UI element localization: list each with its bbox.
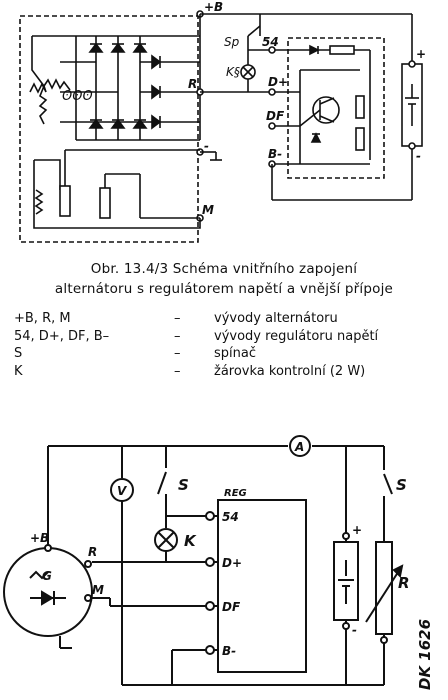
label-reg: REG — [224, 488, 247, 499]
label-switch-1: S — [178, 476, 189, 494]
label-54: 54 — [262, 35, 279, 49]
label-battery-plus: + — [416, 47, 426, 61]
figure-caption-line2: alternátoru s regulátorem napětí a vnějš… — [54, 281, 394, 297]
legend-key: K — [14, 363, 23, 379]
generator-icon — [3, 547, 93, 637]
legend-row: K – žárovka kontrolní (2 W) — [14, 364, 444, 382]
label-m: M — [92, 583, 104, 597]
regulator-box — [217, 499, 307, 673]
label-battery-minus: - — [416, 149, 421, 163]
legend-row: S – spínač — [14, 346, 444, 364]
label-b-plus: +B — [30, 531, 49, 545]
label-54: 54 — [222, 510, 239, 524]
voltmeter-icon — [110, 478, 134, 502]
label-b-plus: +B — [204, 0, 223, 14]
label-g: G — [42, 569, 52, 583]
legend: +B, R, M – vývody alternátoru 54, D+, DF… — [14, 311, 444, 381]
label-minus: - — [204, 139, 209, 153]
legend-key: S — [14, 346, 23, 361]
legend-value: spínač — [214, 346, 256, 361]
label-rheostat: R — [398, 574, 410, 592]
legend-row: 54, D+, DF, B– – vývody regulátoru napět… — [14, 329, 444, 347]
drawing-code: DK 1626 — [416, 619, 434, 690]
label-df: DF — [266, 109, 285, 123]
label-b-minus: B- — [268, 147, 282, 161]
label-ammeter: A — [294, 440, 304, 454]
legend-row: +B, R, M – vývody alternátoru — [14, 311, 444, 329]
legend-key: 54, D+, DF, B– — [14, 328, 110, 344]
legend-value: vývody regulátoru napětí — [214, 328, 379, 344]
label-d-plus: D+ — [268, 75, 288, 89]
label-df: DF — [222, 600, 241, 614]
legend-dash: – — [174, 328, 181, 344]
legend-value: vývody alternátoru — [214, 311, 338, 326]
label-switch-2: S — [396, 476, 407, 494]
label-battery-minus: - — [352, 623, 357, 637]
label-m: M — [202, 203, 214, 217]
figure-caption-line1: Obr. 13.4/3 Schéma vnitřního zapojení — [90, 261, 358, 277]
label-r: R — [188, 77, 197, 91]
label-b-minus: B- — [222, 644, 236, 658]
label-sp: Sp — [224, 35, 240, 49]
label-k-lamp: K§ — [226, 65, 240, 79]
legend-key: +B, R, M — [14, 311, 71, 326]
label-lamp: K — [184, 532, 197, 550]
legend-dash: – — [174, 363, 181, 379]
regulator-outline — [287, 37, 385, 179]
battery-icon — [333, 541, 359, 621]
lamp-icon — [154, 528, 178, 552]
excitation-winding — [33, 149, 201, 229]
rheostat-icon — [375, 541, 393, 635]
alternator-outline — [19, 15, 199, 243]
legend-dash: – — [174, 346, 181, 361]
legend-dash: – — [174, 311, 181, 326]
label-voltmeter: V — [117, 484, 128, 498]
label-r: R — [88, 545, 97, 559]
rectifier-diodes — [88, 42, 162, 130]
legend-value: žárovka kontrolní (2 W) — [214, 363, 366, 379]
top-circuit-diagram: ʘʘʘ — [19, 0, 426, 243]
stator-winding — [29, 35, 76, 125]
label-d-plus: D+ — [222, 556, 242, 570]
label-battery-plus: + — [352, 523, 362, 537]
ammeter-icon — [289, 435, 311, 457]
